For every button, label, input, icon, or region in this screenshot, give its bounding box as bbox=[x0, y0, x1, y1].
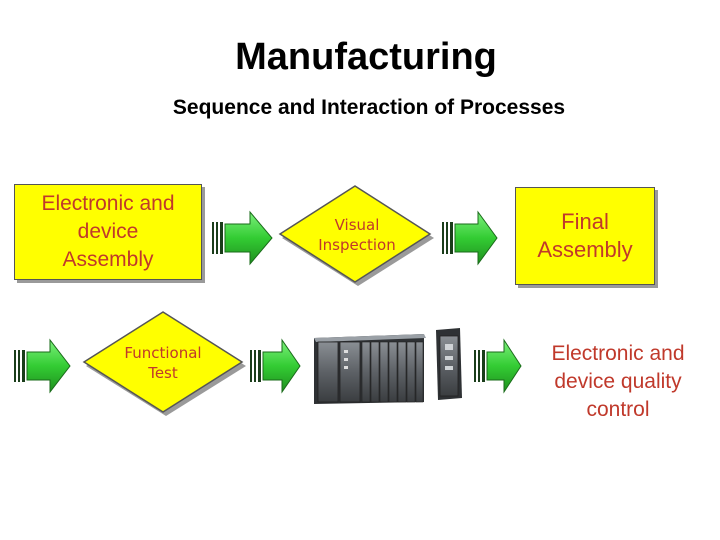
functional-test-diamond bbox=[82, 311, 246, 416]
flow-arrow-icon bbox=[212, 210, 273, 266]
visual-inspection-diamond bbox=[278, 185, 434, 286]
plc-rack-icon bbox=[314, 328, 462, 404]
electronic-assembly-box: Electronic and device Assembly bbox=[14, 184, 202, 280]
flow-arrow-icon bbox=[14, 338, 71, 394]
flow-arrow-icon bbox=[474, 338, 522, 394]
final-assembly-box: Final Assembly bbox=[515, 187, 655, 285]
final-assembly-label: Final Assembly bbox=[537, 209, 633, 262]
flow-arrow-icon bbox=[250, 338, 301, 394]
visual-inspection-label: Visual Inspection bbox=[318, 216, 396, 254]
functional-test-label: Functional Test bbox=[124, 344, 202, 382]
electronic-assembly-label: Electronic and device Assembly bbox=[41, 192, 175, 271]
page-subtitle: Sequence and Interaction of Processes bbox=[172, 96, 566, 119]
page-title: Manufacturing bbox=[235, 36, 497, 78]
flow-arrow-icon bbox=[442, 210, 498, 266]
quality-control-label: Electronic and device quality control bbox=[551, 342, 685, 421]
